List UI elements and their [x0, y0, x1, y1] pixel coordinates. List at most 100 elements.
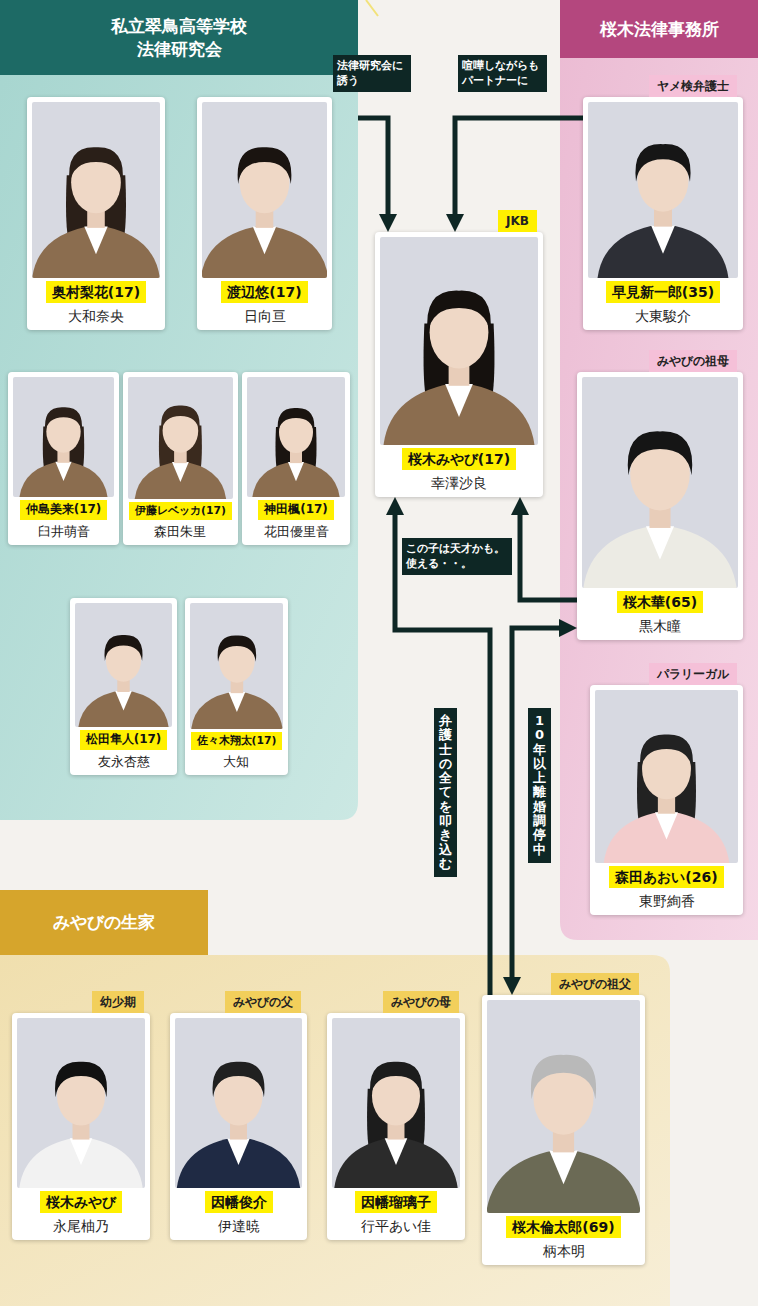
actor-name: 友永杏慈 [98, 754, 150, 770]
actor-name: 大和奈央 [68, 307, 124, 325]
actor-name: 日向亘 [244, 307, 286, 325]
character-name: 渡辺悠(17) [221, 281, 307, 303]
character-name: 森田あおい(26) [609, 866, 723, 888]
portrait-placeholder [332, 1018, 460, 1188]
decor-stripe [366, 0, 378, 16]
portrait-placeholder [588, 102, 738, 278]
actor-name: 伊達暁 [218, 1217, 260, 1235]
group-heading: 桜木法律事務所 [600, 18, 719, 41]
portrait-placeholder [175, 1018, 302, 1188]
portrait [588, 102, 738, 278]
actor-name: 臼井萌音 [38, 524, 90, 540]
role-tag: みやびの母 [383, 991, 459, 1013]
portrait [247, 377, 345, 497]
portrait [190, 603, 284, 729]
character-name: 佐々木翔太(17) [191, 732, 283, 750]
character-card: みやびの祖母桜木華(65)黒木瞳 [577, 372, 743, 640]
portrait-placeholder [380, 237, 538, 445]
role-tag: パラリーガル [649, 663, 737, 685]
character-name: 伊藤レベッカ(17) [129, 502, 232, 520]
relation-label: 喧嘩しながらも パートナーに [458, 55, 547, 92]
actor-name: 幸澤沙良 [431, 474, 487, 492]
character-name: 桜木華(65) [617, 591, 703, 613]
actor-name: 柄本明 [543, 1242, 585, 1260]
character-card: 松田隼人(17) 友永杏慈 [70, 598, 177, 775]
portrait [17, 1018, 145, 1188]
portrait [380, 237, 538, 445]
relation-connector [358, 118, 388, 223]
character-name: 桜木みやび [40, 1191, 122, 1213]
actor-name: 黒木瞳 [639, 617, 681, 635]
portrait-placeholder [582, 377, 738, 588]
portrait-placeholder [13, 377, 114, 497]
character-card: ヤメ検弁護士早見新一郎(35)大東駿介 [583, 97, 743, 330]
relation-label: 弁護士の全てを叩き込む [434, 708, 457, 877]
actor-name: 永尾柚乃 [53, 1217, 109, 1235]
actor-name: 大東駿介 [635, 307, 691, 325]
actor-name: 行平あい佳 [361, 1217, 431, 1235]
actor-name: 花田優里音 [264, 524, 329, 540]
portrait [487, 1000, 640, 1213]
role-tag: みやびの祖父 [551, 973, 639, 995]
portrait [128, 377, 233, 499]
character-name: 神田楓(17) [258, 500, 334, 520]
portrait [595, 690, 738, 863]
actor-name: 大知 [223, 754, 249, 770]
character-name: 因幡瑠璃子 [355, 1191, 437, 1213]
character-card: 佐々木翔太(17) 大知 [185, 598, 289, 775]
actor-name: 森田朱里 [154, 524, 206, 540]
actor-name: 東野絢香 [639, 892, 695, 910]
character-card: 渡辺悠(17) 日向亘 [197, 97, 332, 330]
character-name: 因幡俊介 [205, 1191, 273, 1213]
group-heading: 私立翠鳥高等学校 法律研究会 [106, 15, 252, 61]
group-heading-band: 私立翠鳥高等学校 法律研究会 [0, 0, 358, 75]
character-name: 桜木みやび(17) [402, 448, 516, 470]
role-tag: みやびの父 [225, 991, 301, 1013]
character-card: 神田楓(17) 花田優里音 [242, 372, 350, 545]
portrait-placeholder [202, 102, 327, 278]
portrait [175, 1018, 302, 1188]
character-name: 桜木倫太郎(69) [506, 1216, 620, 1238]
character-card: 幼少期桜木みやび永尾柚乃 [12, 1013, 150, 1240]
portrait [75, 603, 172, 727]
role-tag: 幼少期 [92, 991, 144, 1013]
portrait-placeholder [17, 1018, 145, 1188]
portrait-placeholder [487, 1000, 640, 1213]
portrait-placeholder [595, 690, 738, 863]
group-region: 私立翠鳥高等学校 法律研究会奥村梨花(17) 大和奈央 渡辺悠(17) 日向亘仲島美来… [0, 0, 358, 820]
character-card: みやびの祖父桜木倫太郎(69)柄本明 [482, 995, 645, 1265]
portrait-placeholder [32, 102, 160, 278]
relation-connector [520, 506, 577, 600]
portrait-placeholder [128, 377, 233, 499]
portrait-placeholder [75, 603, 172, 727]
group-heading: みやびの生家 [53, 911, 155, 934]
relation-connector [395, 506, 490, 995]
relation-label: この子は天才かも。 使える・・。 [402, 538, 512, 575]
portrait [582, 377, 738, 588]
character-card: 奥村梨花(17) 大和奈央 [27, 97, 165, 330]
role-tag: JKB [498, 210, 537, 232]
character-card: パラリーガル森田あおい(26)東野絢香 [590, 685, 743, 915]
character-name: 奥村梨花(17) [46, 281, 146, 303]
portrait-placeholder [190, 603, 284, 729]
role-tag: みやびの祖母 [649, 350, 737, 372]
character-card: JKB桜木みやび(17)幸澤沙良 [375, 232, 543, 497]
portrait [332, 1018, 460, 1188]
character-card: みやびの父因幡俊介伊達暁 [170, 1013, 307, 1240]
portrait [13, 377, 114, 497]
relation-label: 法律研究会に 誘う [333, 55, 411, 92]
relation-label: 10年以上離婚調停中 [528, 708, 551, 863]
character-name: 早見新一郎(35) [606, 281, 720, 303]
character-card: 伊藤レベッカ(17) 森田朱里 [123, 372, 238, 545]
relation-connector [455, 118, 583, 223]
character-name: 仲島美来(17) [20, 500, 108, 520]
group-region: 桜木法律事務所ヤメ検弁護士早見新一郎(35) 大東駿介みやびの祖母桜木華(65) 黒… [560, 0, 758, 940]
group-heading-band: 桜木法律事務所 [560, 0, 758, 58]
character-card: みやびの母因幡瑠璃子行平あい佳 [327, 1013, 465, 1240]
character-name: 松田隼人(17) [80, 730, 168, 750]
role-tag: ヤメ検弁護士 [649, 75, 737, 97]
portrait [32, 102, 160, 278]
group-region: みやびの生家幼少期桜木みやび永尾柚乃 みやびの父因幡俊介伊達暁 みやびの母因幡瑠璃子… [0, 890, 670, 1306]
group-heading-band: みやびの生家 [0, 890, 208, 955]
